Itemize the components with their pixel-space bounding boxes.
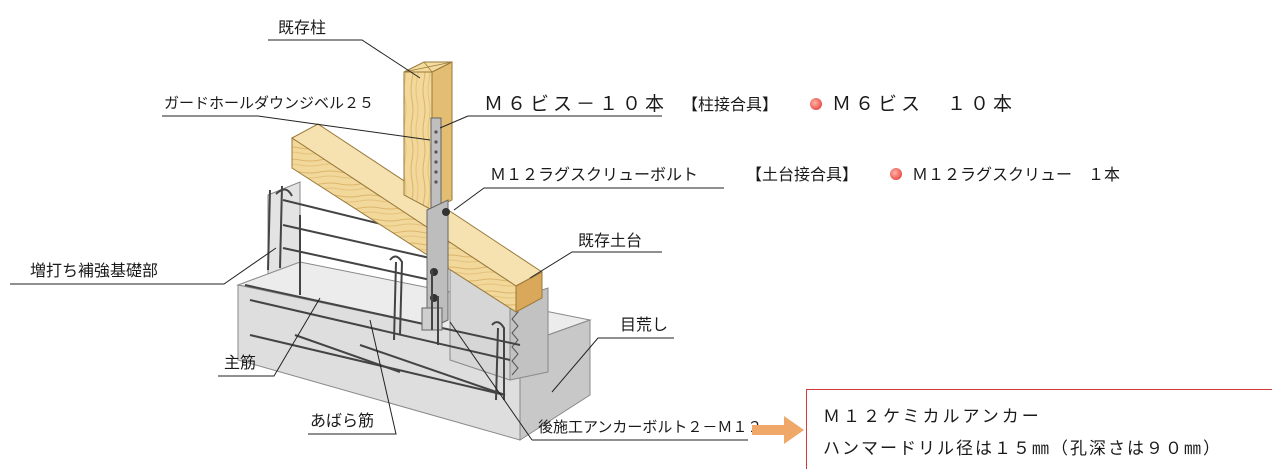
label-guard-hole-bell: ガードホールダウンジベル２５ (164, 94, 374, 112)
note-line-1: Ｍ１２ケミカルアンカー (823, 407, 1042, 427)
existing-sill-end (515, 271, 543, 313)
label-main-rebar: 主筋 (224, 353, 256, 372)
timber (291, 61, 543, 313)
bullet-icon (810, 98, 822, 110)
label-existing-column: 既存柱 (278, 18, 326, 37)
roughening-marks (511, 304, 519, 376)
arrow-right-icon (752, 416, 804, 444)
spec-sill-hardware-value: Ｍ１２ラグスクリュー １本 (912, 165, 1120, 184)
note-line-2: ハンマードリル径は１５㎜（孔深さは９０㎜） (823, 439, 1222, 459)
chemical-anchor-note: Ｍ１２ケミカルアンカー ハンマードリル径は１５㎜（孔深さは９０㎜） (806, 389, 1272, 469)
existing-column-front (403, 71, 433, 211)
label-existing-sill: 既存土台 (578, 231, 642, 250)
spec-column-hardware-value: Ｍ６ビス １０本 (832, 93, 1016, 115)
label-roughening: 目荒し (620, 315, 668, 334)
label-stirrup: あばら筋 (310, 411, 374, 430)
label-m12-lag: Ｍ１２ラグスクリューボルト (490, 165, 698, 184)
spec-column-hardware-title: 【柱接合具】 (682, 95, 778, 114)
leader-lines (10, 39, 748, 441)
bullet-icon (890, 168, 902, 180)
label-m6-screw: Ｍ６ビス－１０本 (484, 93, 668, 115)
spec-sill-hardware-title: 【土台接合具】 (746, 165, 858, 184)
hold-down-hardware (421, 117, 450, 345)
label-anchor-bolt: 後施工アンカーボルト２－Ｍ１２ (538, 418, 762, 436)
label-additional-foundation: 増打ち補強基礎部 (30, 261, 158, 280)
